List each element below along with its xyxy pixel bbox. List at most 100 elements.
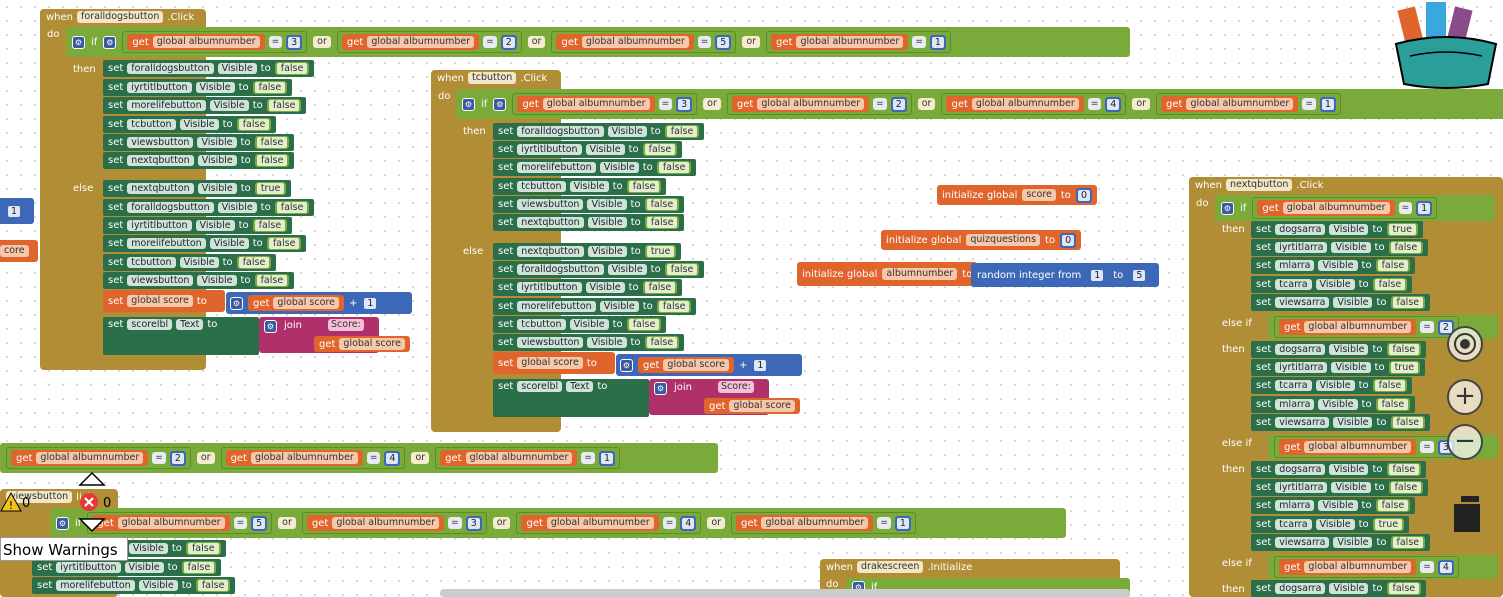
component-dropdown[interactable]: tcbutton <box>468 72 517 84</box>
do-label: do <box>47 29 60 40</box>
mutator-gear-icon[interactable]: ⚙ <box>72 35 85 49</box>
scroll-up-arrow-icon[interactable] <box>78 471 106 487</box>
event-header[interactable]: when foralldogsbutton .Click <box>40 9 201 25</box>
component-dropdown[interactable]: foralldogsbutton <box>77 11 164 23</box>
event-header[interactable]: when drakescreen .Initialize <box>820 559 979 575</box>
number-block[interactable]: 2 <box>500 34 517 50</box>
component-dropdown[interactable]: nextqbutton <box>1226 179 1293 191</box>
recenter-button[interactable] <box>1447 326 1483 362</box>
number-block[interactable]: 3 <box>286 34 303 50</box>
scroll-down-arrow-icon[interactable] <box>78 517 106 533</box>
event-header[interactable]: when nextqbutton .Click <box>1189 177 1330 193</box>
number-block[interactable]: 1 <box>929 34 946 50</box>
trash-icon[interactable] <box>1452 494 1482 534</box>
backpack-icon[interactable] <box>1392 0 1502 92</box>
warning-icon[interactable]: ! <box>0 491 22 513</box>
event-header[interactable]: when tcbutton .Click <box>431 70 554 86</box>
mutator-gear-icon[interactable]: ⚙ <box>654 382 667 395</box>
zoom-in-button[interactable]: + <box>1447 379 1483 415</box>
show-warnings-button[interactable]: Show Warnings <box>0 537 128 561</box>
text-string[interactable]: Score: <box>718 381 754 393</box>
zoom-out-button[interactable]: − <box>1447 424 1483 460</box>
text-string[interactable]: Score: <box>328 319 364 331</box>
mutator-gear-icon[interactable]: ⚙ <box>103 35 117 49</box>
mutator-gear-icon[interactable]: ⚙ <box>264 320 277 333</box>
if-block-spine <box>1215 196 1251 597</box>
event-header[interactable]: viewsbutton lick <box>0 489 100 505</box>
error-icon[interactable] <box>78 491 100 513</box>
horizontal-scrollbar[interactable] <box>440 589 1130 597</box>
number-block[interactable]: 5 <box>715 34 732 50</box>
